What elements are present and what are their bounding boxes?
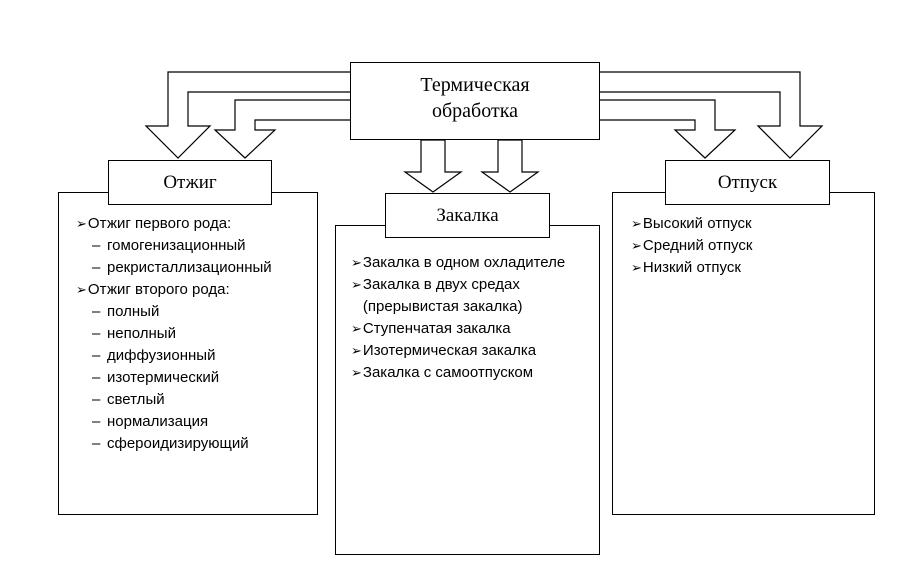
list-item: –гомогенизационный	[76, 235, 313, 257]
quenching-list: ➢Закалка в одном охладителе ➢Закалка в д…	[351, 252, 595, 384]
list-item: ➢Отжиг второго рода:	[76, 279, 313, 301]
dash-bullet-icon: –	[92, 259, 101, 276]
arrow-to-quenching-right-icon	[480, 139, 540, 193]
list-item: ➢Средний отпуск	[631, 235, 870, 257]
arrow-to-tempering-inner-icon	[589, 99, 737, 159]
list-item: –неполный	[76, 323, 313, 345]
list-item: ➢Высокий отпуск	[631, 213, 870, 235]
list-item-text: Закалка в одном охладителе	[362, 254, 566, 271]
arrow-bullet-icon: ➢	[631, 238, 642, 253]
tempering-header-label: Отпуск	[717, 171, 778, 193]
arrow-bullet-icon: ➢	[631, 260, 642, 275]
list-item: ➢Низкий отпуск	[631, 257, 870, 279]
list-item: ➢Закалка с самоотпуском	[351, 362, 595, 384]
arrow-to-quenching-left-icon	[403, 139, 463, 193]
list-item-text: неполный	[107, 325, 176, 342]
list-item-text: Низкий отпуск	[642, 259, 741, 276]
list-item-text: Закалка с самоотпуском	[362, 364, 534, 381]
annealing-header-label: Отжиг	[163, 171, 217, 193]
root-node-box: Термическая обработка	[350, 62, 600, 140]
dash-bullet-icon: –	[92, 325, 101, 342]
dash-bullet-icon: –	[92, 303, 101, 320]
dash-bullet-icon: –	[92, 237, 101, 254]
list-item: –изотермический	[76, 367, 313, 389]
list-item-text: сфероидизирующий	[107, 435, 249, 452]
list-item-text: Средний отпуск	[642, 237, 753, 254]
annealing-content-box: ➢Отжиг первого рода: –гомогенизационный …	[58, 192, 318, 515]
tempering-header-box: Отпуск	[665, 160, 830, 205]
arrow-bullet-icon: ➢	[76, 282, 87, 297]
list-item-text: Закалка в двух средах (прерывистая закал…	[362, 276, 523, 315]
list-item-text: диффузионный	[107, 347, 216, 364]
arrow-to-annealing-inner-icon	[213, 99, 361, 159]
list-item: –сфероидизирующий	[76, 433, 313, 455]
arrow-bullet-icon: ➢	[76, 216, 87, 231]
list-item-text: Высокий отпуск	[642, 215, 752, 232]
list-item-text: нормализация	[107, 413, 209, 430]
tempering-content-box: ➢Высокий отпуск ➢Средний отпуск ➢Низкий …	[612, 192, 875, 515]
list-item-text: изотермический	[107, 369, 220, 386]
arrow-bullet-icon: ➢	[631, 216, 642, 231]
list-item-text: Изотермическая закалка	[362, 342, 537, 359]
list-item-text: Отжиг первого рода:	[87, 215, 232, 232]
root-node-title: Термическая обработка	[420, 74, 530, 122]
arrow-to-tempering-outer-icon	[589, 71, 824, 159]
list-item-text: светлый	[107, 391, 165, 408]
arrow-bullet-icon: ➢	[351, 365, 362, 380]
dash-bullet-icon: –	[92, 413, 101, 430]
list-item: –рекристаллизационный	[76, 257, 313, 279]
quenching-content-box: ➢Закалка в одном охладителе ➢Закалка в д…	[335, 225, 600, 555]
arrow-bullet-icon: ➢	[351, 321, 362, 336]
list-item: ➢Закалка в двух средах (прерывистая зака…	[351, 274, 595, 318]
arrow-bullet-icon: ➢	[351, 255, 362, 270]
list-item: –полный	[76, 301, 313, 323]
dash-bullet-icon: –	[92, 369, 101, 386]
quenching-header-label: Закалка	[436, 204, 499, 226]
list-item: ➢Ступенчатая закалка	[351, 318, 595, 340]
dash-bullet-icon: –	[92, 347, 101, 364]
annealing-list: ➢Отжиг первого рода: –гомогенизационный …	[76, 213, 313, 455]
list-item: ➢Отжиг первого рода:	[76, 213, 313, 235]
arrow-to-annealing-outer-icon	[144, 71, 361, 159]
arrow-bullet-icon: ➢	[351, 277, 362, 292]
annealing-header-box: Отжиг	[108, 160, 272, 205]
list-item: –диффузионный	[76, 345, 313, 367]
tempering-list: ➢Высокий отпуск ➢Средний отпуск ➢Низкий …	[631, 213, 870, 279]
list-item-text: Отжиг второго рода:	[87, 281, 230, 298]
list-item: ➢Закалка в одном охладителе	[351, 252, 595, 274]
list-item: –светлый	[76, 389, 313, 411]
dash-bullet-icon: –	[92, 391, 101, 408]
list-item: –нормализация	[76, 411, 313, 433]
list-item-text: Ступенчатая закалка	[362, 320, 511, 337]
dash-bullet-icon: –	[92, 435, 101, 452]
list-item-text: гомогенизационный	[107, 237, 246, 254]
list-item: ➢Изотермическая закалка	[351, 340, 595, 362]
quenching-header-box: Закалка	[385, 193, 550, 238]
list-item-text: полный	[107, 303, 160, 320]
arrow-bullet-icon: ➢	[351, 343, 362, 358]
list-item-text: рекристаллизационный	[107, 259, 272, 276]
